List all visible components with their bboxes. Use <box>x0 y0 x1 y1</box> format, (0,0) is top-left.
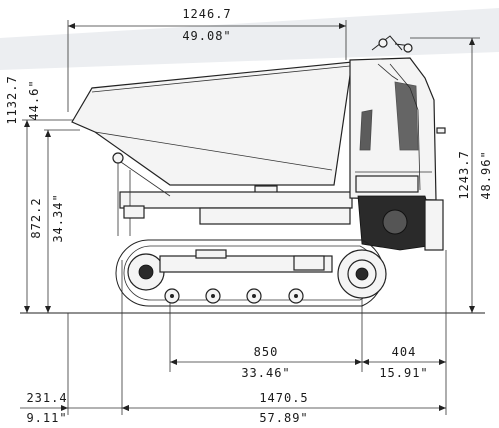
dim-height-left: 1132.7 44.6" <box>5 75 90 313</box>
dim-rear-in: 15.91" <box>379 366 428 380</box>
dim-height-right: 1243.7 48.96" <box>410 37 493 313</box>
dim-rear-mm: 404 <box>392 345 417 359</box>
dim-height-right-in: 48.96" <box>479 150 493 199</box>
dim-height-left-in: 44.6" <box>27 79 41 120</box>
dump-bucket <box>71 61 353 197</box>
dim-length-mm: 1470.5 <box>259 391 308 405</box>
dim-front-mm: 231.4 <box>26 391 67 405</box>
dim-wheelbase: 850 33.46" <box>169 270 363 380</box>
dim-rear-overhang: 404 15.91" <box>362 250 447 380</box>
dim-dump-height-mm: 872.2 <box>29 197 43 238</box>
dim-length-in: 57.89" <box>259 411 308 425</box>
dim-dump-height: 872.2 34.34" <box>29 129 80 313</box>
dim-top-in: 49.08" <box>182 29 231 43</box>
control-tower <box>349 57 437 201</box>
dim-height-left-mm: 1132.7 <box>5 75 19 124</box>
dim-overall-length: 1470.5 57.89" <box>122 372 447 425</box>
dim-dump-height-in: 34.34" <box>51 193 65 242</box>
handle-bars <box>371 35 446 134</box>
dim-front-in: 9.11" <box>26 411 67 425</box>
dim-top-mm: 1246.7 <box>182 7 231 21</box>
dim-top-length: 1246.7 49.08" <box>67 7 347 112</box>
background-band <box>0 8 499 70</box>
crawler-track <box>115 239 387 307</box>
dim-height-right-mm: 1243.7 <box>457 150 471 199</box>
dim-wheelbase-mm: 850 <box>254 345 279 359</box>
chassis-frame <box>112 152 353 236</box>
engine-block <box>357 195 444 251</box>
dim-front-overhang: 231.4 9.11" <box>20 260 129 425</box>
dim-wheelbase-in: 33.46" <box>241 366 290 380</box>
